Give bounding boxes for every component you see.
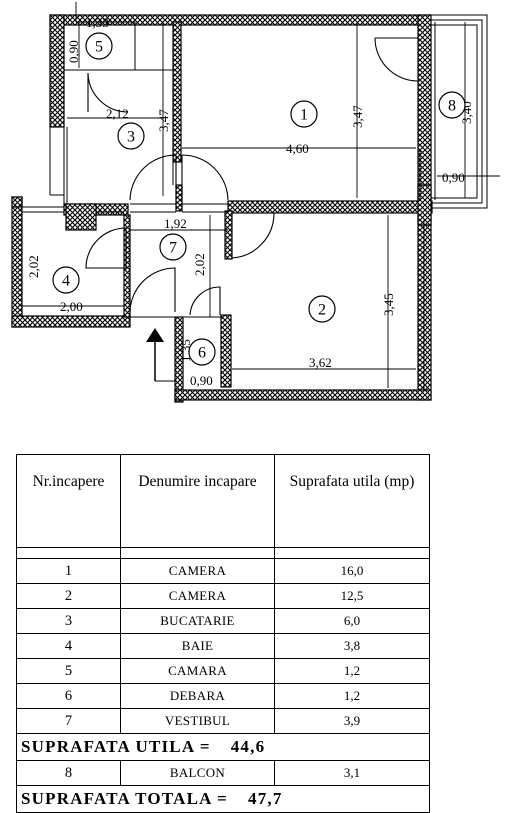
row-nr: 1 (16, 558, 121, 584)
total-useful-row: SUPRAFATA UTILA = 44,6 (16, 733, 430, 761)
row-nr: 7 (16, 708, 121, 734)
table-header: Nr.incapere Denumire incapare Suprafata … (16, 454, 430, 548)
dim-3-47-room1: 3,47 (350, 105, 365, 128)
svg-text:7: 7 (169, 240, 177, 257)
wall-room1-left (172, 21, 182, 163)
row-name: DEBARA (120, 683, 275, 709)
svg-text:4: 4 (62, 273, 70, 290)
wall-bath-top (11, 196, 23, 208)
header-area: Suprafata utila (mp) (274, 454, 430, 548)
svg-text:5: 5 (95, 39, 103, 56)
svg-text:3: 3 (127, 129, 135, 146)
wall-debara-right (220, 314, 232, 388)
dim-3-62: 3,62 (309, 355, 332, 370)
total-value: 47,7 (248, 789, 283, 808)
dim-0-90-balcony: 0,90 (442, 170, 465, 185)
row-area: 3,9 (274, 708, 430, 734)
row-nr: 3 (16, 608, 121, 634)
room-7-label: 7 (159, 233, 187, 261)
dim-2-02-bath: 2,02 (26, 255, 41, 278)
row-area: 1,2 (274, 658, 430, 684)
wall-bath-left (11, 196, 23, 328)
dimension-lines (21, 2, 500, 388)
row-nr: 2 (16, 583, 121, 609)
wall-block (65, 203, 97, 231)
dim-2-12: 2,12 (106, 106, 129, 121)
entrance-arrow (146, 328, 177, 382)
row-name: CAMERA (120, 583, 275, 609)
wall-left-upper (49, 14, 65, 128)
dim-3-47-left: 3,47 (156, 109, 171, 132)
row-area: 1,2 (274, 683, 430, 709)
header-nr: Nr.incapere (16, 454, 121, 548)
floor-plan: 1,33 0,90 2,12 3,47 3,47 4,60 3,40 0,90 … (11, 2, 500, 403)
svg-text:8: 8 (448, 98, 456, 115)
dim-0-90-top: 0,90 (66, 40, 81, 63)
dim-1-92: 1,92 (164, 216, 187, 231)
room-3-label: 3 (117, 122, 145, 150)
dim-4-60: 4,60 (286, 141, 309, 156)
row-name: BUCATARIE (120, 608, 275, 634)
total-row: SUPRAFATA TOTALA = 47,7 (16, 785, 430, 813)
row-nr: 6 (16, 683, 121, 709)
row-name: CAMARA (120, 658, 275, 684)
wall-vest-bath (123, 214, 131, 318)
room-2-label: 2 (308, 295, 336, 323)
svg-text:2: 2 (318, 302, 326, 319)
svg-text:1: 1 (300, 107, 308, 124)
wall-room1-left-lower (175, 184, 183, 212)
row-nr: 5 (16, 658, 121, 684)
row-area: 16,0 (274, 558, 430, 584)
wall-bath-bottom (11, 315, 131, 328)
row-name: CAMERA (120, 558, 275, 584)
row-area: 12,5 (274, 583, 430, 609)
room-5-label: 5 (85, 32, 113, 60)
total-useful-label: SUPRAFATA UTILA = (21, 737, 211, 756)
room-1-label: 1 (290, 100, 318, 128)
room-6-label: 6 (188, 338, 216, 366)
area-table: Nr.incapere Denumire incapare Suprafata … (16, 454, 430, 813)
room-labels: 1 2 3 4 5 6 7 8 (52, 32, 466, 366)
row-name: VESTIBUL (120, 708, 275, 734)
row-name: BALCON (120, 760, 275, 786)
total-label: SUPRAFATA TOTALA = (21, 789, 228, 808)
thin-lines (22, 14, 488, 390)
svg-text:6: 6 (198, 345, 206, 362)
wall-vest-right (224, 210, 233, 260)
dim-3-45: 3,45 (381, 293, 396, 316)
table-spacer (16, 547, 430, 559)
walls (11, 14, 433, 403)
wall-middle (227, 200, 433, 214)
doors (85, 37, 419, 316)
row-area: 6,0 (274, 608, 430, 634)
room-8-label: 8 (438, 91, 466, 119)
row-nr: 4 (16, 633, 121, 659)
dim-1-33: 1,33 (86, 15, 109, 30)
header-name: Denumire incapare (120, 454, 275, 548)
dim-2-02-vest: 2,02 (192, 253, 207, 276)
dim-2-00: 2,00 (60, 299, 83, 314)
total-useful-value: 44,6 (230, 737, 266, 756)
dim-0-90-debara: 0,90 (190, 373, 213, 388)
row-area: 3,1 (274, 760, 430, 786)
dimension-labels: 1,33 0,90 2,12 3,47 3,47 4,60 3,40 0,90 … (26, 15, 474, 388)
wall-bottom (174, 389, 432, 401)
row-name: BAIE (120, 633, 275, 659)
row-area: 3,8 (274, 633, 430, 659)
row-nr: 8 (16, 760, 121, 786)
room-4-label: 4 (52, 266, 80, 294)
